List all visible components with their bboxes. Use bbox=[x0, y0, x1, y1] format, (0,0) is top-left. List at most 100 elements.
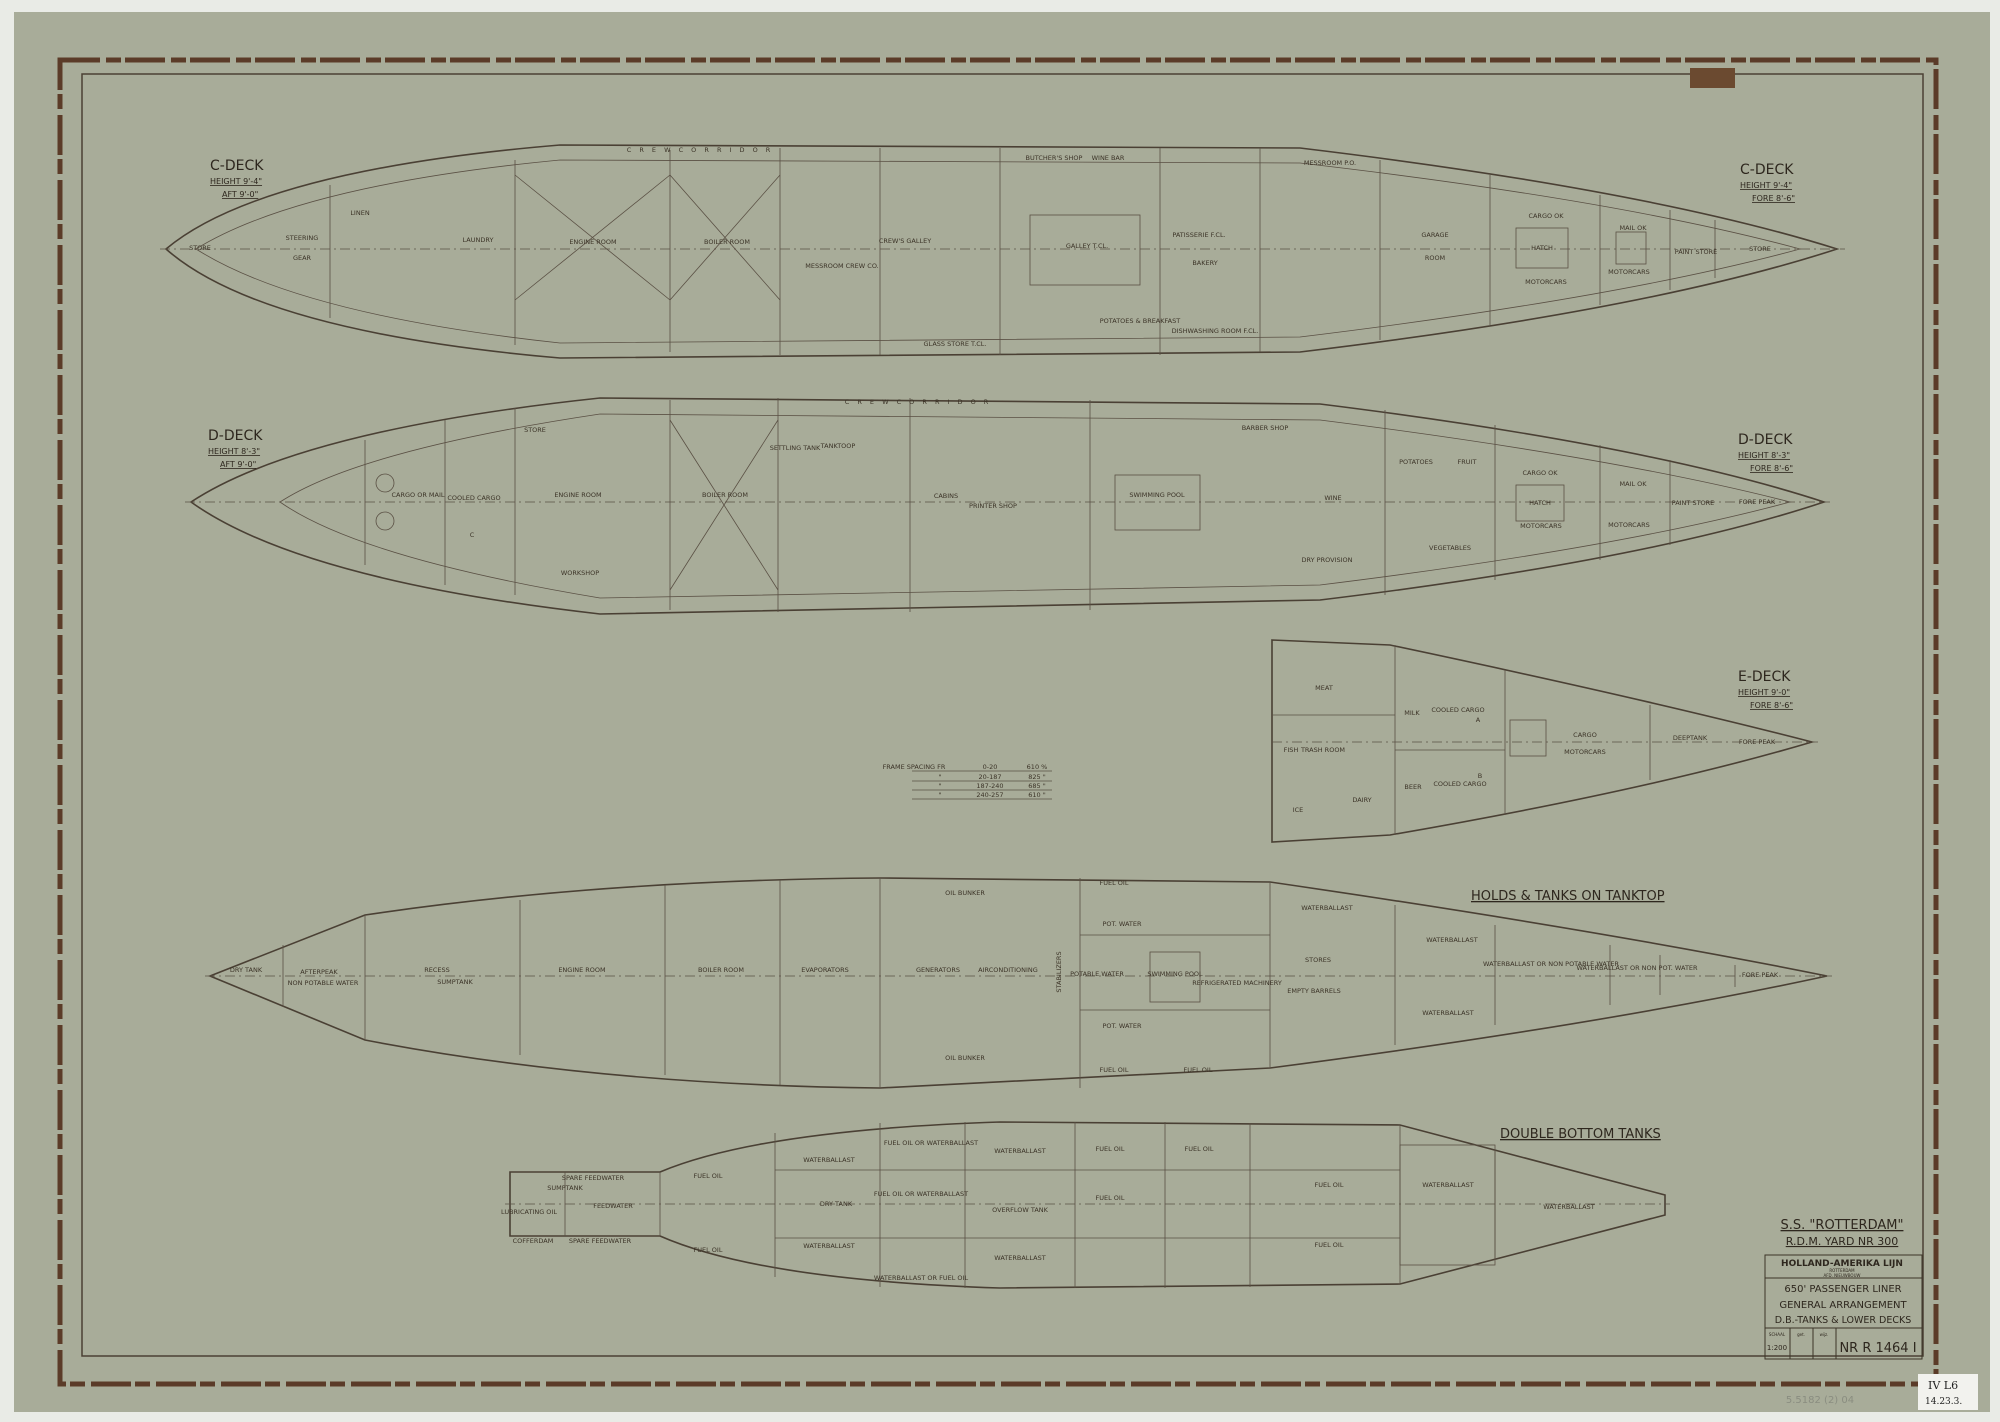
room-label: STORE bbox=[1749, 245, 1771, 253]
room-label: FUEL OIL bbox=[694, 1246, 723, 1254]
ditto-mark: " bbox=[939, 773, 942, 781]
room-label: TRASH ROOM bbox=[1300, 746, 1345, 754]
room-label: B bbox=[1478, 772, 1482, 780]
room-label: COFFERDAM bbox=[513, 1237, 554, 1245]
room-label: DEEPTANK bbox=[1673, 734, 1708, 742]
d-deck-fore: FORE 8'-6" bbox=[1750, 464, 1793, 473]
holds-bulkheads bbox=[282, 878, 1736, 1088]
room-label: OIL BUNKER bbox=[945, 1054, 985, 1062]
room-label: MOTORCARS bbox=[1564, 748, 1606, 756]
room-label: WATERBALLAST bbox=[994, 1254, 1045, 1262]
frame-range: 240-257 bbox=[976, 791, 1003, 799]
room-label: GALLEY T.CL. bbox=[1066, 242, 1108, 250]
room-label: CARGO OR MAIL bbox=[391, 491, 444, 499]
room-label: REFRIGERATED MACHINERY bbox=[1192, 979, 1282, 987]
room-label: PAINT STORE bbox=[1672, 499, 1715, 507]
room-label: POT. WATER bbox=[1103, 1022, 1142, 1030]
room-label: BOILER ROOM bbox=[704, 238, 750, 246]
d-deck-plan: C R E W C O R R I D O R CARGO OR MAIL CO… bbox=[185, 397, 1830, 615]
room-label: POTATOES bbox=[1399, 458, 1433, 466]
c-deck-corridor-label: C R E W C O R R I D O R bbox=[627, 146, 774, 154]
revised-label: wijz. bbox=[1820, 1332, 1829, 1337]
room-label: STABILIZERS bbox=[1055, 951, 1063, 992]
stained-outer-border bbox=[57, 57, 1939, 1387]
room-label: GENERATORS bbox=[916, 966, 960, 974]
c-deck-bulkheads bbox=[329, 148, 1716, 355]
d-deck-corridor-label: C R E W C O R R I D O R bbox=[845, 398, 992, 406]
room-label: AFTERPEAK bbox=[300, 968, 338, 976]
room-label: FUEL OIL bbox=[1096, 1145, 1125, 1153]
room-label: LAUNDRY bbox=[463, 236, 494, 244]
room-label: FEEDWATER bbox=[593, 1202, 633, 1210]
room-label: SWIMMING POOL bbox=[1147, 970, 1203, 978]
room-label: COOLED CARGO bbox=[1433, 780, 1486, 788]
room-label: POTATOES & BREAKFAST bbox=[1100, 317, 1180, 325]
room-label: PRINTER SHOP bbox=[969, 502, 1017, 510]
room-label: SUMPTANK bbox=[437, 978, 473, 986]
scale-value: 1:200 bbox=[1767, 1344, 1787, 1352]
drawing-frame bbox=[81, 73, 1924, 1357]
room-label: DISHWASHING ROOM F.CL. bbox=[1172, 327, 1259, 335]
holds-tanktop-plan: DRY TANK AFTERPEAK NON POTABLE WATER REC… bbox=[205, 877, 1832, 1089]
room-label: MAIL OK bbox=[1619, 480, 1647, 488]
room-label: BOILER ROOM bbox=[702, 491, 748, 499]
room-label: WATERBALLAST bbox=[994, 1147, 1045, 1155]
room-label: PATISSERIE F.CL. bbox=[1172, 231, 1225, 239]
room-label: ROOM bbox=[1425, 254, 1445, 262]
double-bottom-plan: LUBRICATING OIL SUMPTANK COFFERDAM SPARE… bbox=[501, 1121, 1670, 1289]
frame-range: 0-20 bbox=[983, 763, 998, 771]
room-label: BEER bbox=[1404, 783, 1422, 791]
e-deck-title: E-DECK bbox=[1738, 669, 1791, 685]
room-label: WATERBALLAST bbox=[1426, 936, 1477, 944]
c-deck-height-left: HEIGHT 9'-4" bbox=[210, 177, 262, 186]
room-label: BAKERY bbox=[1192, 259, 1217, 267]
room-label: MOTORCARS bbox=[1520, 522, 1562, 530]
e-deck-plan: MEAT MILK COOLED CARGO A FISH TRASH ROOM… bbox=[1271, 639, 1818, 843]
room-label: BARBER SHOP bbox=[1242, 424, 1289, 432]
room-label: MEAT bbox=[1315, 684, 1333, 692]
room-label: FUEL OIL bbox=[694, 1172, 723, 1180]
c-deck-hull bbox=[164, 144, 1840, 359]
drawing-number: NR R 1464 I bbox=[1839, 1341, 1916, 1356]
title-block: S.S. "ROTTERDAM" R.D.M. YARD NR 300 HOLL… bbox=[1764, 1218, 1923, 1360]
room-label: A bbox=[1476, 716, 1481, 724]
room-label: FRUIT bbox=[1458, 458, 1477, 466]
room-label: ENGINE ROOM bbox=[558, 966, 605, 974]
room-label: WATERBALLAST bbox=[1422, 1009, 1473, 1017]
room-label: FORE PEAK bbox=[1739, 738, 1776, 746]
double-bottom-hull bbox=[509, 1121, 1666, 1289]
room-label: SPARE FEEDWATER bbox=[562, 1174, 625, 1182]
e-deck-hull bbox=[1271, 639, 1815, 843]
c-deck-height-right: HEIGHT 9'-4" bbox=[1740, 181, 1792, 190]
room-label: DRY TANK bbox=[820, 1200, 853, 1208]
room-label: FISH bbox=[1284, 746, 1299, 754]
room-label: TANKTOOP bbox=[820, 442, 856, 450]
room-label: WATERBALLAST OR NON POT. WATER bbox=[1576, 964, 1698, 972]
c-deck-aft: AFT 9'-0" bbox=[222, 190, 258, 199]
e-deck-height: HEIGHT 9'-0" bbox=[1738, 688, 1790, 697]
room-label: DRY PROVISION bbox=[1302, 556, 1353, 564]
room-label: C bbox=[470, 531, 475, 539]
frame-spacing-mm: 610 " bbox=[1028, 791, 1045, 799]
room-label: HATCH bbox=[1531, 244, 1553, 252]
room-label: COOLED CARGO bbox=[447, 494, 500, 502]
room-label: OIL BUNKER bbox=[945, 889, 985, 897]
room-label: WATERBALLAST bbox=[803, 1242, 854, 1250]
room-label: WINE bbox=[1324, 494, 1341, 502]
archive-sticker bbox=[1918, 1374, 1978, 1410]
room-label: PAINT STORE bbox=[1675, 248, 1718, 256]
archive-stamp: 5.5182 (2) 04 bbox=[1786, 1395, 1854, 1406]
room-label: NON POTABLE WATER bbox=[288, 979, 359, 987]
frame-spacing-mm: 610 % bbox=[1027, 763, 1048, 771]
c-deck-title-right: C-DECK bbox=[1740, 162, 1794, 178]
frame-spacing-table: FRAME SPACING FR 0-20 610 % " 20-187 825… bbox=[883, 763, 1052, 800]
d-deck-hull bbox=[189, 397, 1827, 615]
room-label: EMPTY BARRELS bbox=[1287, 987, 1340, 995]
yard-number: R.D.M. YARD NR 300 bbox=[1786, 1235, 1899, 1248]
drawing-title-line3: D.B.-TANKS & LOWER DECKS bbox=[1775, 1315, 1911, 1326]
room-label: CARGO OK bbox=[1528, 212, 1564, 220]
room-label: SUMPTANK bbox=[547, 1184, 583, 1192]
room-label: LINEN bbox=[350, 209, 370, 217]
c-deck-title-left: C-DECK bbox=[210, 158, 264, 174]
